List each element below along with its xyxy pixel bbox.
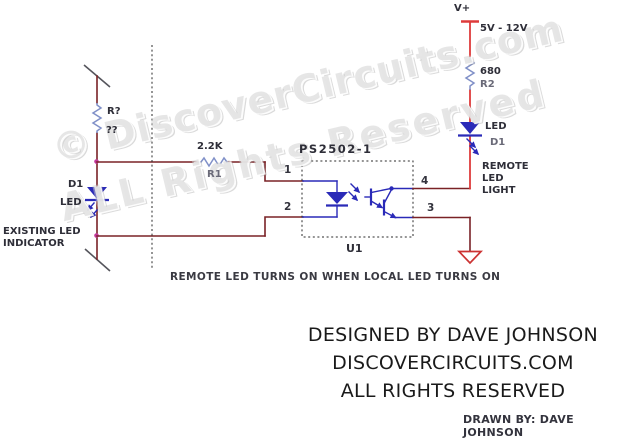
existing-led-line1: EXISTING LED <box>3 226 81 237</box>
existing-led-indicator-label: EXISTING LED INDICATOR <box>3 226 81 250</box>
r-unknown-value-label: ?? <box>106 125 118 136</box>
r2-ref-label: R2 <box>480 79 495 90</box>
r1-value-label: 2.2K <box>197 141 223 152</box>
power-rail <box>461 20 479 190</box>
site-text: DISCOVERCIRCUITS.COM <box>332 352 574 374</box>
rights-text: ALL RIGHTS RESERVED <box>340 380 566 402</box>
remote-led-light-label: REMOTE LED LIGHT <box>482 161 529 197</box>
footer-credits: DESIGNED BY DAVE JOHNSON DISCOVERCIRCUIT… <box>276 321 630 405</box>
designed-by-text: DESIGNED BY DAVE JOHNSON <box>307 324 599 346</box>
r-unknown-ref-label: R? <box>107 106 121 117</box>
r1-ref-label: R1 <box>207 169 222 180</box>
remote-led-light-line2: LED <box>482 173 504 184</box>
local-led-label: LED <box>60 197 82 208</box>
optocoupler-box <box>301 160 414 238</box>
remote-led-icon <box>458 122 482 156</box>
existing-led-line2: INDICATOR <box>3 238 65 249</box>
remote-led-light-line1: REMOTE <box>482 161 529 172</box>
voltage-range-label: 5V - 12V <box>480 23 528 34</box>
wire-pin3-to-ground <box>412 216 471 252</box>
local-led-ref-label: D1 <box>68 179 84 190</box>
pin1-label: 1 <box>284 164 292 176</box>
vplus-label: V+ <box>454 3 471 14</box>
wire-pin1-row <box>96 161 304 182</box>
pin2-label: 2 <box>284 201 292 213</box>
optocoupler-ref-label: U1 <box>346 242 363 255</box>
resistor-r2-symbol <box>464 57 476 90</box>
r2-value-label: 680 <box>480 66 501 77</box>
ground-icon <box>457 250 483 265</box>
local-led-icon <box>85 187 109 219</box>
remote-led-light-line3: LIGHT <box>482 185 516 196</box>
pin3-label: 3 <box>427 202 435 214</box>
resistor-r1-symbol <box>198 156 228 168</box>
resistor-r-unknown-symbol <box>91 103 103 133</box>
remote-led-label: LED <box>485 121 507 132</box>
optocoupler-part-label: PS2502-1 <box>299 142 373 156</box>
optocoupler-internal-symbol <box>302 180 414 219</box>
pin4-label: 4 <box>421 175 429 187</box>
wire-pin2-row <box>96 216 304 237</box>
drawn-by-text: DRAWN BY: DAVE JOHNSON <box>463 413 574 439</box>
remote-led-ref-label: D1 <box>490 137 506 148</box>
circuit-caption: REMOTE LED TURNS ON WHEN LOCAL LED TURNS… <box>170 271 501 283</box>
circuit-break-bottom-icon <box>84 248 111 272</box>
